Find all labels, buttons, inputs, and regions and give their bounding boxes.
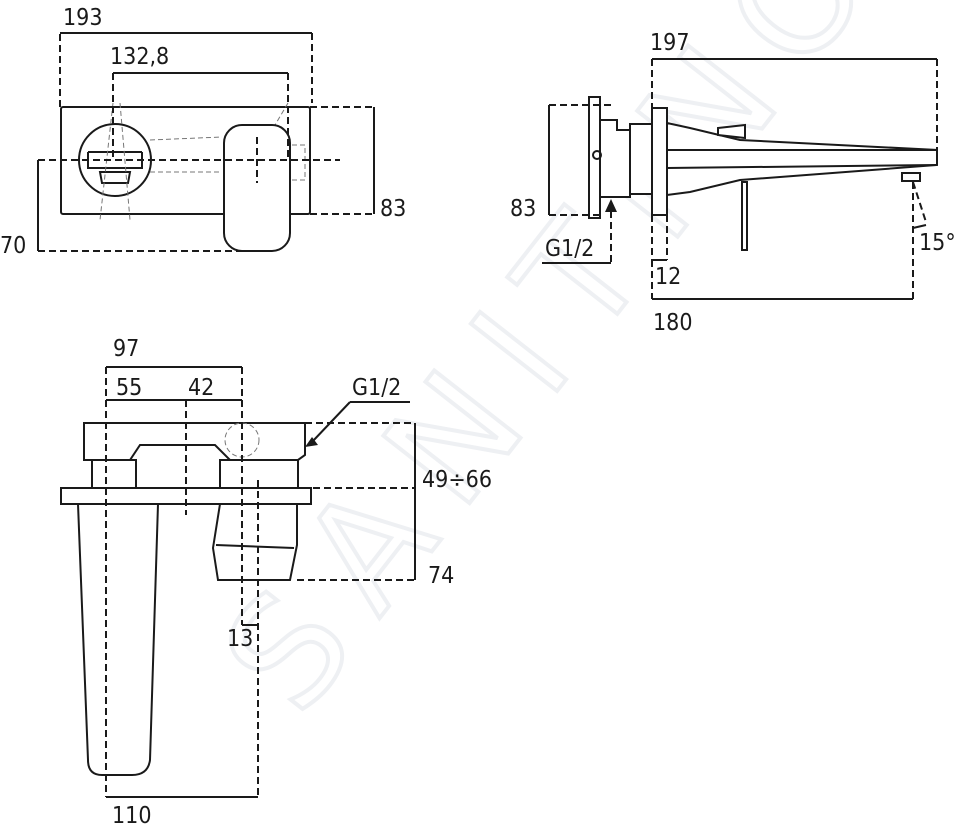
dim-12: 12 bbox=[655, 264, 681, 290]
spout-bottom bbox=[76, 503, 160, 776]
valve-body bbox=[599, 119, 631, 198]
dim-193: 193 bbox=[63, 5, 103, 31]
bottom-view: 97 55 42 G1/2 49÷66 74 13 110 bbox=[60, 336, 492, 829]
dim-132-8: 132,8 bbox=[110, 44, 169, 70]
dim-70: 70 bbox=[0, 233, 26, 259]
cartridge bbox=[211, 503, 298, 581]
dim-83-side: 83 bbox=[510, 196, 536, 222]
body-top bbox=[83, 422, 306, 461]
lever-side bbox=[741, 181, 748, 251]
dim-97: 97 bbox=[113, 336, 139, 362]
dim-74: 74 bbox=[428, 563, 454, 589]
dim-197: 197 bbox=[650, 30, 690, 56]
aerator bbox=[901, 172, 921, 182]
dim-180: 180 bbox=[653, 310, 693, 336]
front-view: 193 132,8 70 83 bbox=[0, 5, 406, 259]
flange bbox=[651, 107, 668, 216]
dim-42: 42 bbox=[188, 375, 214, 401]
dim-55: 55 bbox=[116, 375, 142, 401]
label-g12-side: G1/2 bbox=[545, 236, 594, 262]
arrow-up-icon bbox=[605, 199, 617, 212]
connector bbox=[629, 123, 653, 195]
label-g12-bottom: G1/2 bbox=[352, 375, 401, 401]
dim-15-deg: 15° bbox=[919, 230, 956, 256]
dim-13: 13 bbox=[227, 626, 253, 652]
arrow-icon bbox=[305, 437, 318, 447]
side-view: 197 83 G1/2 12 180 15° bbox=[510, 30, 956, 336]
dim-49-66: 49÷66 bbox=[422, 467, 492, 493]
dim-83-front: 83 bbox=[380, 196, 406, 222]
hidden-lines bbox=[99, 102, 306, 221]
lever-handle bbox=[223, 124, 291, 252]
dim-110: 110 bbox=[112, 803, 152, 829]
